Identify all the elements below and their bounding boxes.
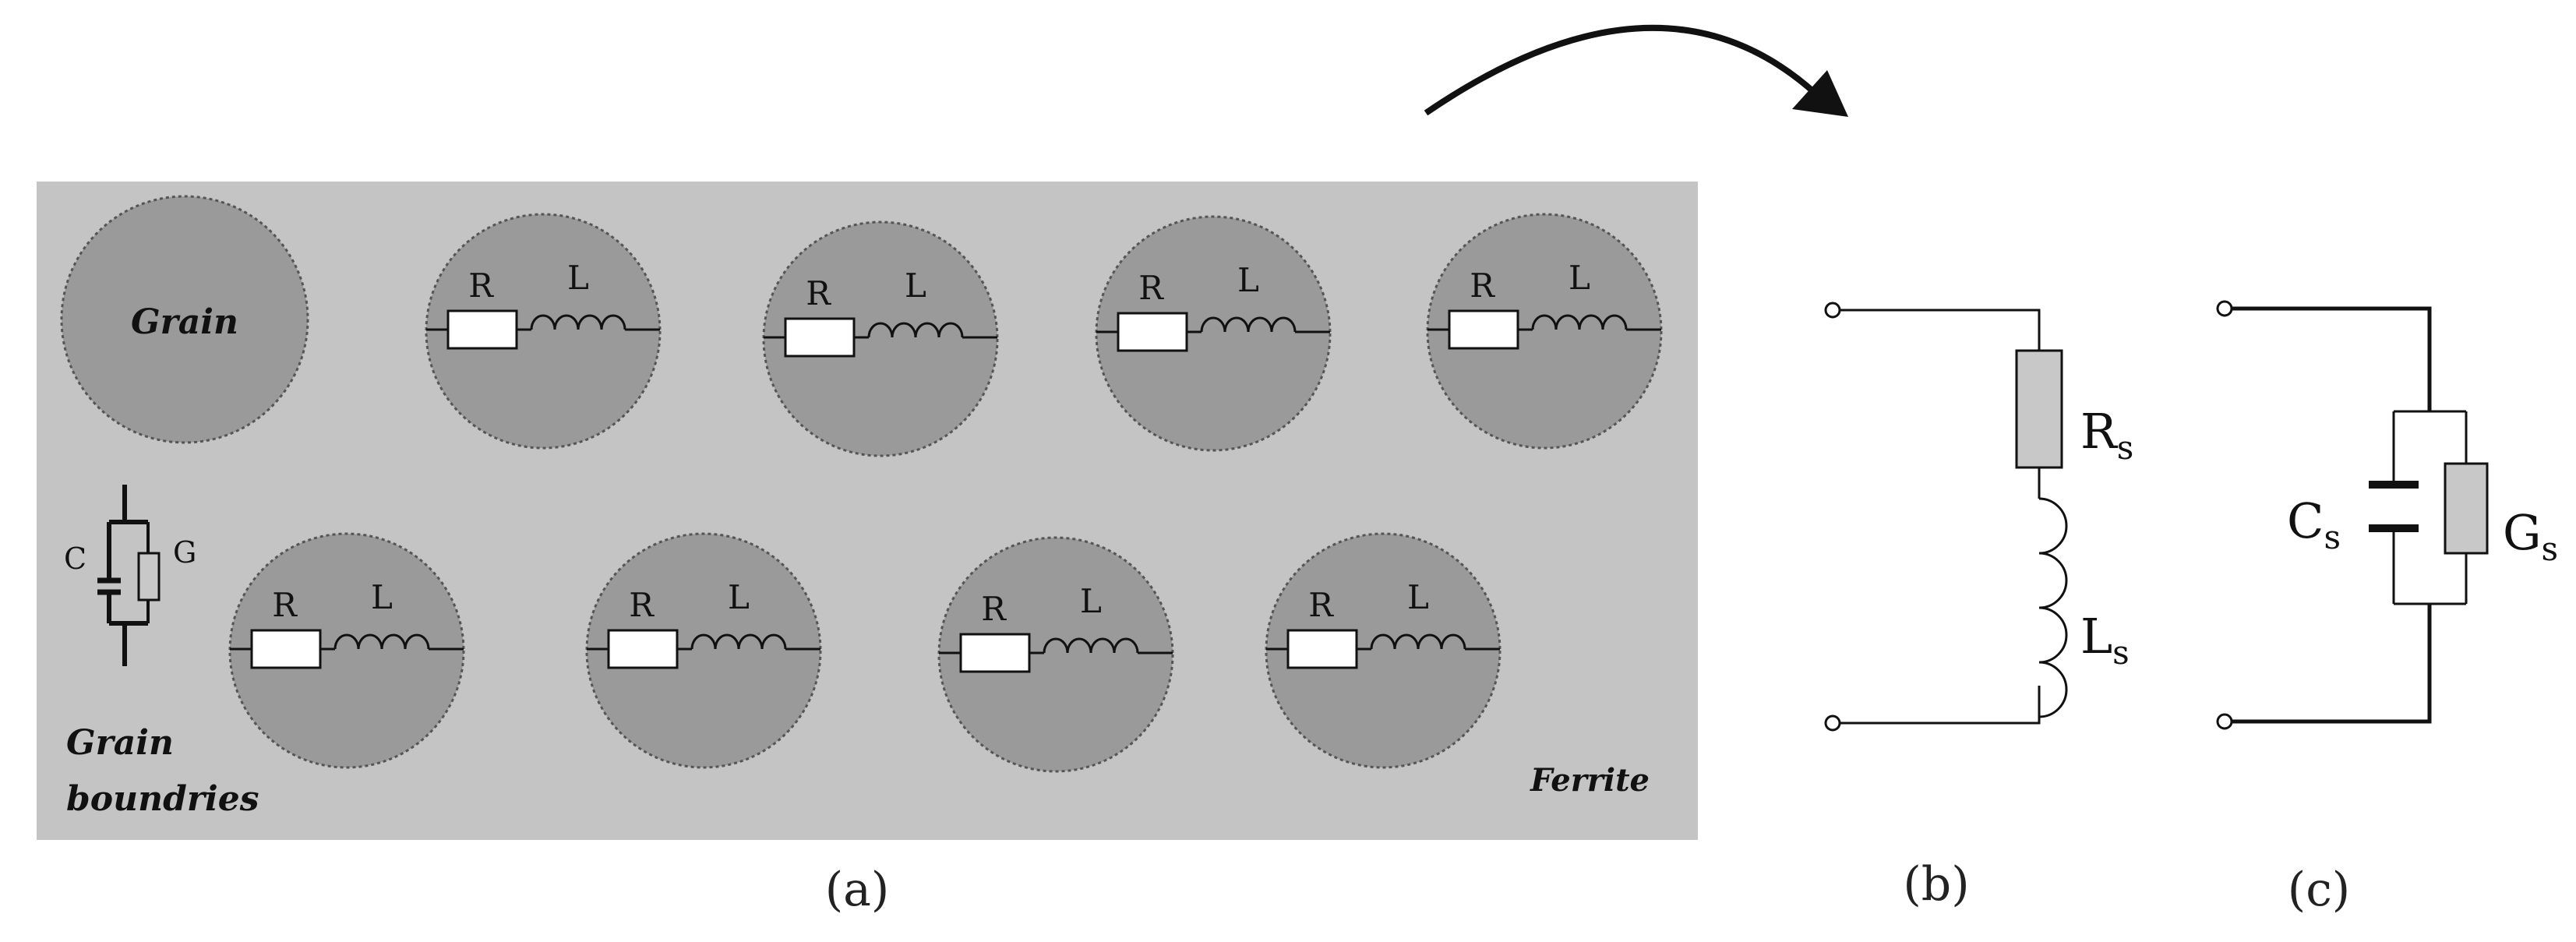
grain-inductor-label: L [1080, 582, 1102, 620]
series-circuit-b: Rs Ls [1824, 302, 2133, 732]
grain-inductor [1370, 633, 1466, 650]
parallel-capacitor-label: Cs [2287, 492, 2341, 556]
parallel-conductance [2444, 462, 2489, 555]
grain-inductor-label: L [728, 578, 750, 616]
grain-inductor [1043, 637, 1139, 654]
transition-arrow [1424, 24, 1848, 117]
series-resistor [2015, 349, 2063, 469]
grain-resistor-label: R [629, 586, 655, 624]
parallel-circuit-c: Cs Gs [2216, 300, 2558, 730]
grain-resistor-label: R [1470, 266, 1495, 305]
grain-resistor-label: R [272, 586, 298, 624]
grain-inductor [1531, 314, 1628, 330]
grain-resistor [607, 629, 679, 669]
grain-plain: Grain [60, 195, 309, 444]
caption-b: (b) [1903, 857, 1969, 912]
grain-resistor-label: R [806, 274, 831, 312]
grain-resistor-label: R [1308, 586, 1334, 624]
series-inductor [2038, 497, 2068, 718]
grain-resistor-label: R [468, 266, 494, 305]
grain-boundaries-label-line2: boundries [66, 779, 259, 819]
grain-resistor [250, 629, 322, 669]
grain-inductor [333, 633, 430, 650]
ferrite-label: Ferrite [1530, 762, 1650, 799]
series-inductor-label: Ls [2080, 608, 2130, 672]
grain-inductor-label: L [1407, 578, 1429, 616]
grain-resistor-label: R [981, 590, 1007, 628]
grain-resistor [1286, 629, 1358, 669]
grain-resistor [1448, 309, 1519, 350]
grain-inductor-label: L [1237, 261, 1259, 299]
grain-resistor [1117, 312, 1188, 352]
grain-inductor [690, 633, 787, 650]
grain-inductor-label: L [567, 259, 589, 297]
grain-boundary-cg-symbol: C G [64, 485, 196, 666]
grain-inductor-label: L [371, 578, 393, 616]
grain-resistor [784, 317, 856, 358]
grain-resistor-label: R [1138, 269, 1164, 307]
grain-inductor [530, 314, 626, 330]
grain-boundaries-label-line1: Grain [66, 723, 174, 763]
grain-resistor [446, 309, 518, 350]
grain-inductor-label: L [905, 266, 926, 305]
series-resistor-label: Rs [2080, 403, 2133, 467]
grain-resistor [959, 633, 1031, 673]
boundary-conductance-label: G [173, 535, 196, 570]
grain-label: Grain [131, 302, 238, 342]
grain-inductor [867, 322, 964, 338]
caption-a: (a) [825, 863, 890, 917]
boundary-capacitor-label: C [64, 542, 86, 576]
grain-inductor [1200, 316, 1297, 333]
parallel-conductance-label: Gs [2503, 504, 2558, 568]
caption-c: (c) [2288, 863, 2350, 917]
grain-inductor-label: L [1569, 259, 1590, 297]
